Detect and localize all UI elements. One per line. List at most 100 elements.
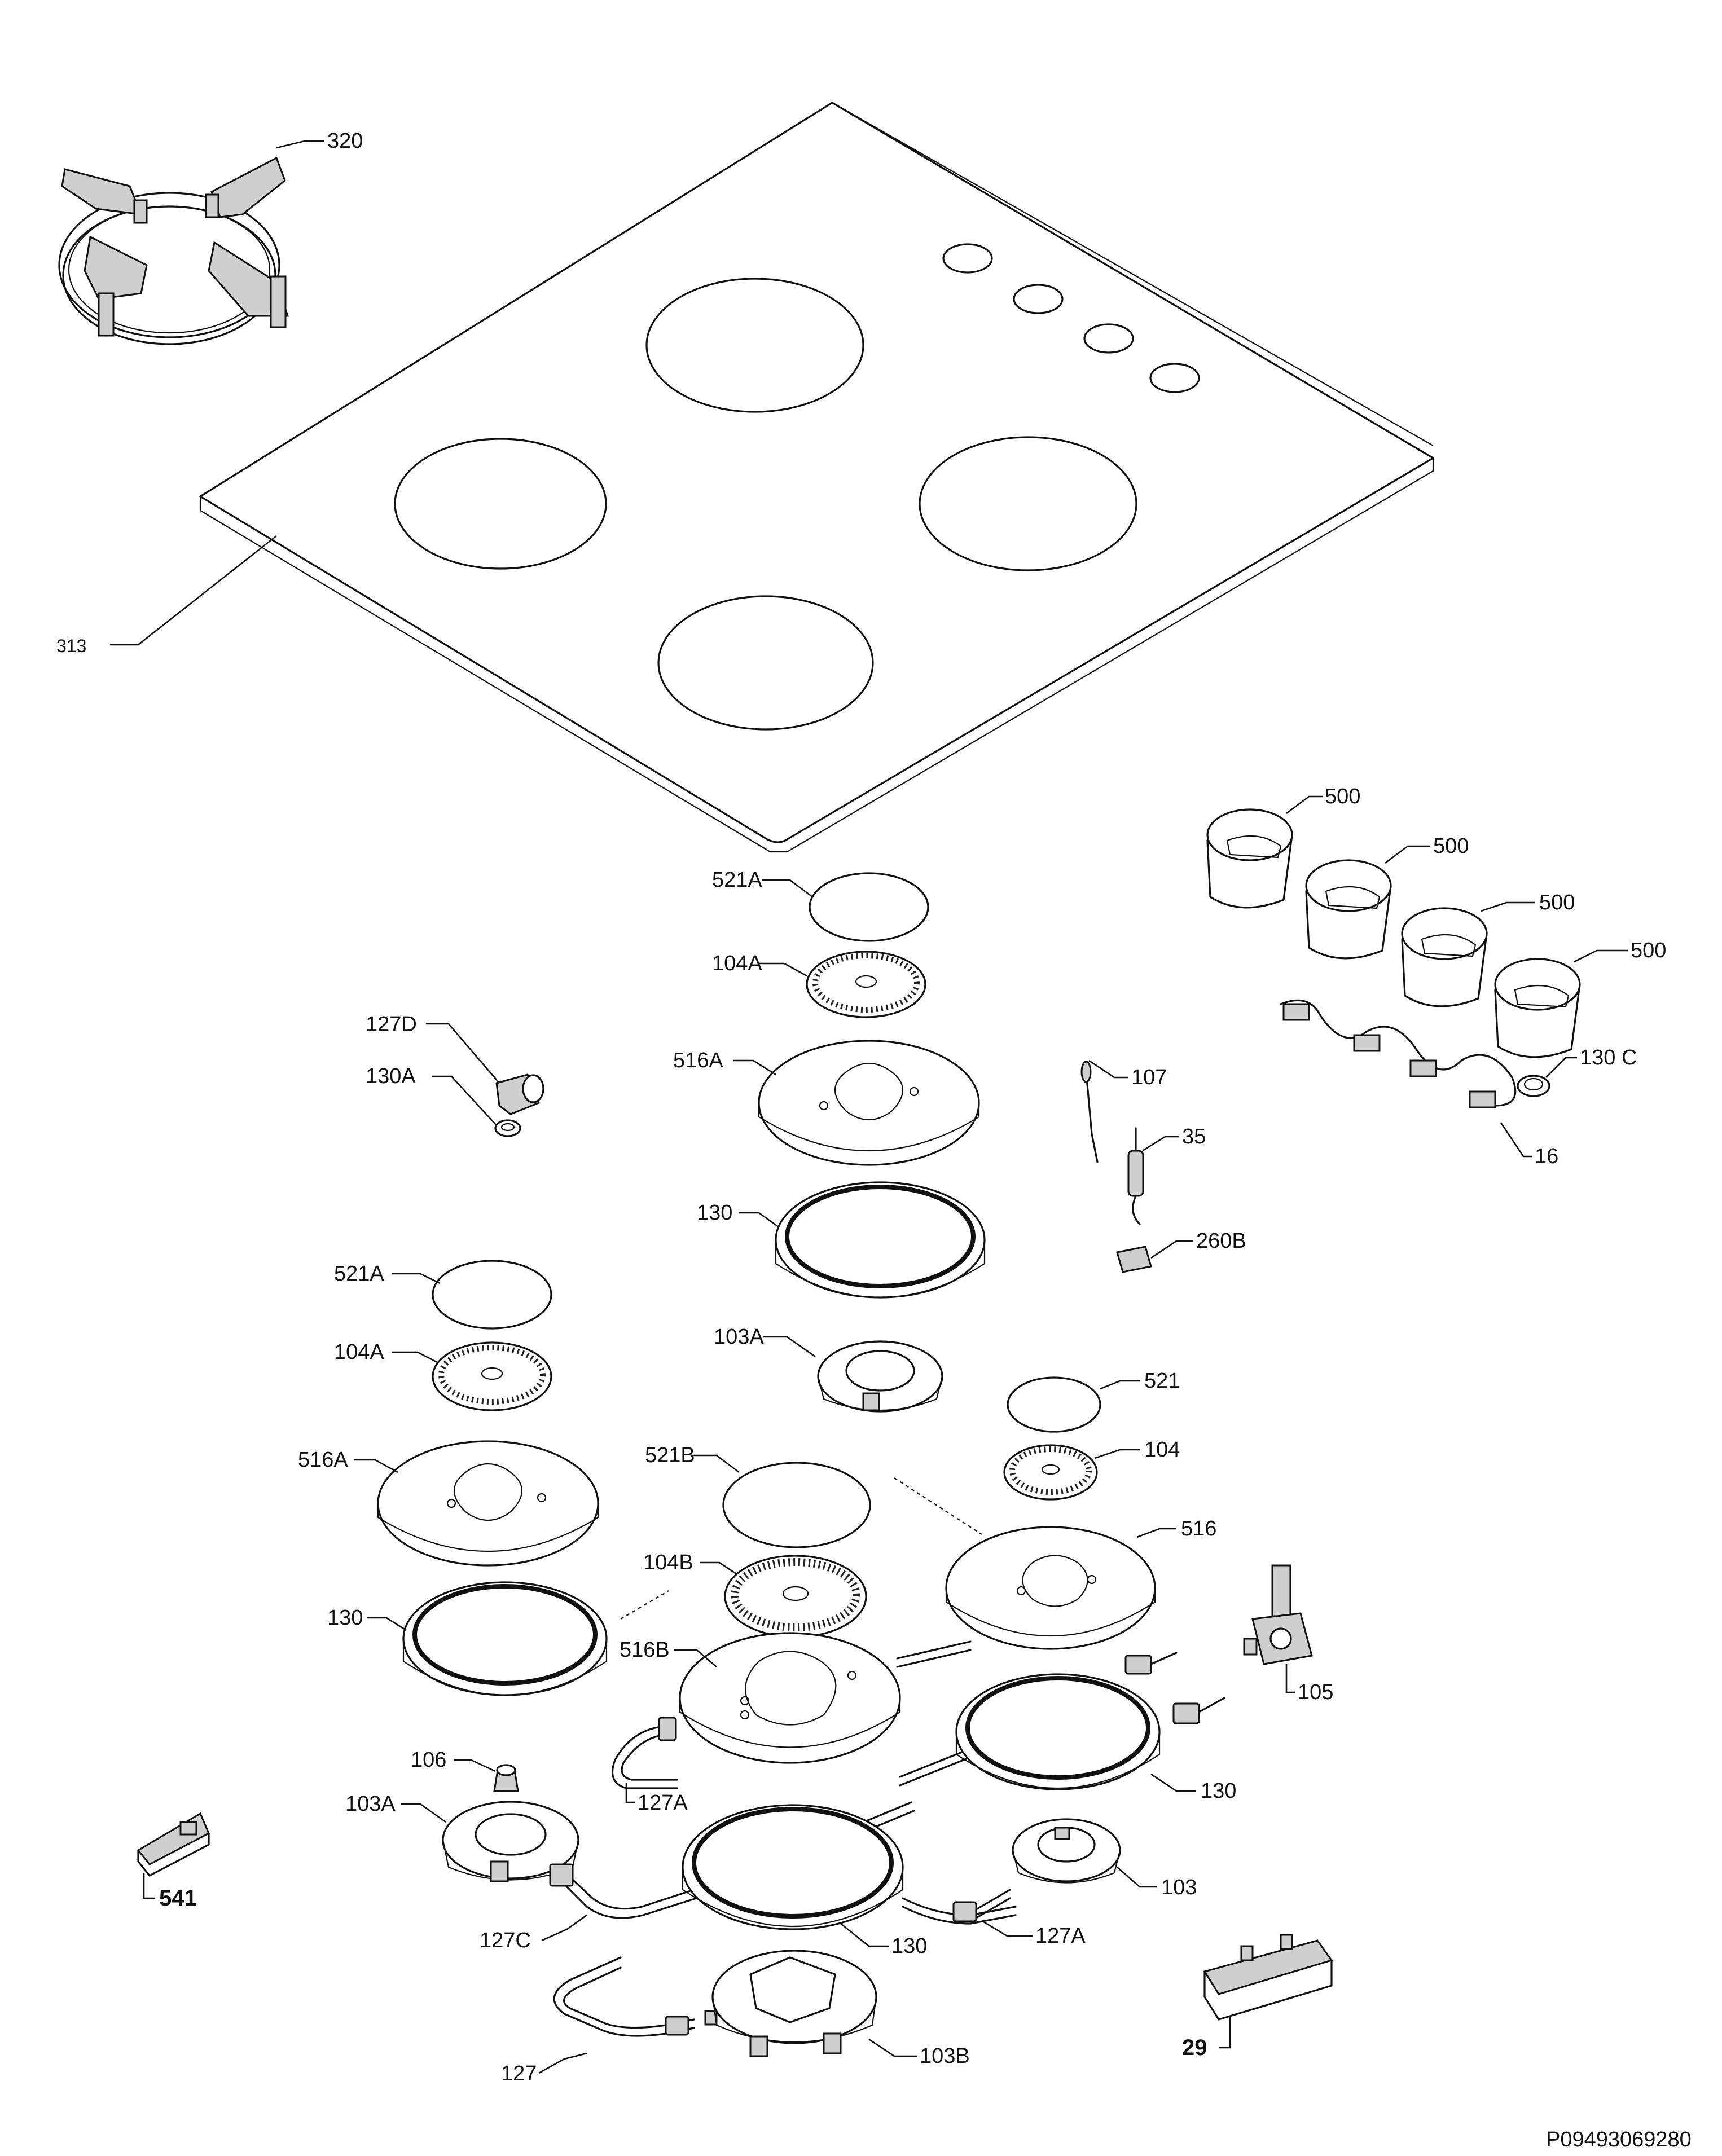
injector-106 [493,1764,519,1792]
seal-ring-130a [494,1119,521,1137]
label-521b: 521B [645,1444,695,1467]
leader-500a [1286,795,1323,815]
flame-spreader-104a-top [806,951,926,1018]
label-516a-left: 516A [298,1448,348,1472]
label-104b: 104B [643,1551,693,1574]
burner-head-516a-left [377,1440,599,1567]
label-130-bottom: 130 [891,1934,927,1958]
control-knob-1 [1206,808,1293,909]
ignition-module-29 [1203,1934,1333,2021]
thermocouple-107 [1080,1061,1099,1163]
ignition-electrode-35 [1127,1127,1144,1225]
leader-521b [691,1454,740,1473]
label-130-right: 130 [1201,1779,1236,1803]
seal-ring-130-right [955,1673,1161,1790]
leader-106 [454,1759,496,1772]
leader-521 [1100,1380,1140,1390]
leader-313 [110,535,277,646]
drawing-code: P09493069280 [1546,2128,1692,2151]
label-103: 103 [1161,1876,1197,1899]
leader-105 [1285,1664,1295,1693]
label-500b: 500 [1433,834,1469,858]
gas-pipe-127a-right [902,1889,1017,1925]
label-103b: 103B [920,2044,970,2068]
label-516b: 516B [620,1638,670,1662]
leader-130-left [367,1617,407,1631]
leader-35 [1142,1136,1179,1152]
label-521a-top: 521A [712,868,762,892]
leader-500b [1385,845,1430,864]
elbow-connector-127d [495,1073,544,1115]
leader-103a-left [401,1803,446,1823]
assembly-guide-line [894,1477,982,1535]
hob-top-313 [199,102,1434,853]
leader-320 [276,140,324,149]
control-knob-2 [1305,859,1392,960]
label-104: 104 [1144,1438,1180,1462]
leader-127a-right [981,1920,1033,1937]
leader-16 [1500,1122,1532,1158]
label-320: 320 [327,129,363,153]
label-521a-left: 521A [334,1262,384,1286]
leader-260b [1150,1240,1193,1259]
burner-base-103a-top [817,1340,943,1413]
leader-521a-top [762,879,813,898]
flame-spreader-104b [724,1555,867,1638]
leader-103a-top [763,1336,816,1358]
label-130a: 130A [366,1064,416,1088]
leader-103 [1117,1867,1157,1888]
leader-500d [1574,949,1628,963]
leader-127a-mid [625,1783,635,1803]
leader-500c [1481,901,1535,912]
burner-head-516 [945,1526,1156,1650]
label-313: 313 [56,636,86,656]
gas-pipe-127a-mid [611,1717,678,1789]
leader-127c [541,1914,587,1942]
gas-pipe-127 [553,1956,718,2037]
burner-base-103 [1012,1818,1121,1884]
assembly-guide-line [620,1590,669,1620]
gas-pipes-right [896,1640,1225,1787]
label-104a-left: 104A [334,1340,384,1364]
label-500c: 500 [1539,891,1575,914]
seal-ring-130c [1517,1075,1550,1097]
leader-130a [432,1075,497,1126]
label-500d: 500 [1631,939,1666,962]
seal-ring-130-bottom [682,1804,904,1930]
label-127d: 127D [366,1013,417,1036]
leader-104a-top [759,962,807,977]
leader-516a-left [354,1459,398,1473]
seal-ring-130-left [402,1581,608,1696]
burner-cap-521 [1007,1376,1101,1433]
leader-104 [1094,1449,1140,1459]
leader-130-top [739,1212,779,1228]
gas-pipe-127c [549,1801,915,1919]
leader-516a-top [733,1059,776,1076]
ignition-switch-541 [137,1812,210,1877]
label-516a-top: 516A [673,1049,723,1072]
knob-spring-clips-16 [1280,999,1517,1108]
label-104a-top: 104A [712,952,762,975]
leader-516b [674,1649,717,1667]
flame-spreader-104 [1003,1444,1098,1501]
leader-130-bottom [840,1922,889,1947]
label-107: 107 [1131,1066,1167,1089]
label-127a-right: 127A [1035,1924,1086,1948]
leader-541 [143,1873,155,1899]
burner-base-103a-left [442,1801,579,1882]
flame-spreader-104a-left [432,1341,552,1411]
clip-260b [1116,1246,1152,1273]
leader-29 [1219,2017,1231,2049]
label-106: 106 [411,1748,446,1772]
burner-base-103b [711,1950,877,2057]
label-35: 35 [1182,1125,1206,1149]
label-103a-top: 103A [714,1325,764,1349]
label-130-left: 130 [327,1606,363,1630]
label-260b: 260B [1196,1229,1246,1253]
label-130c: 130 C [1580,1046,1637,1070]
leader-521a-left [392,1273,441,1284]
burner-cap-521a-top [809,872,929,942]
label-127: 127 [501,2062,537,2085]
leader-104b [700,1561,737,1575]
